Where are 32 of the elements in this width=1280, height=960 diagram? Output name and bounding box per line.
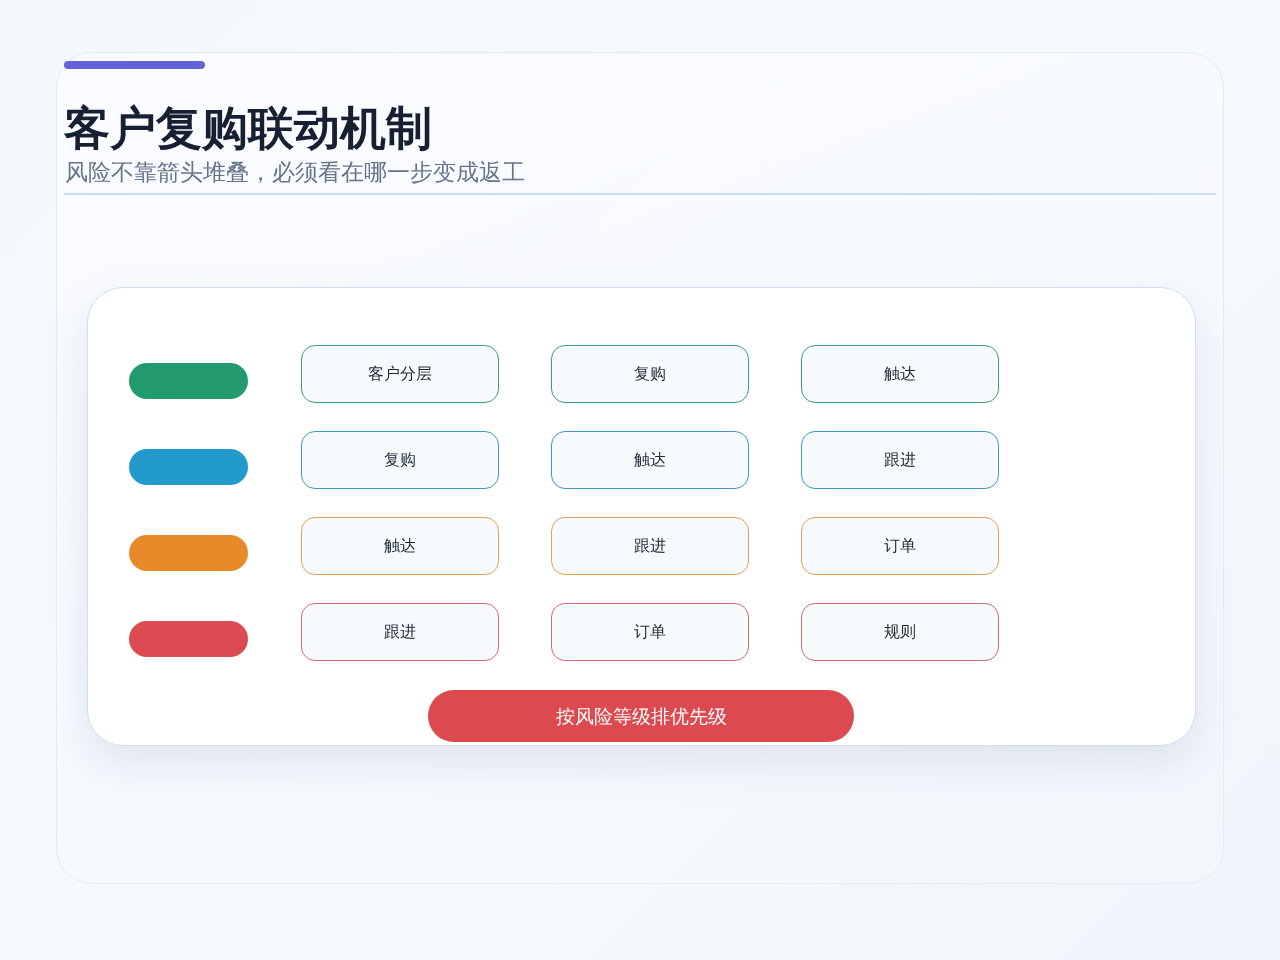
panel-card xyxy=(87,287,1196,746)
title: 客户复购联动机制 xyxy=(64,100,432,157)
step-box xyxy=(551,345,749,403)
step-label: 触达 xyxy=(634,450,666,470)
step-box xyxy=(801,603,999,661)
step-box xyxy=(801,431,999,489)
step-box xyxy=(551,431,749,489)
level-pill xyxy=(129,449,248,485)
step-label: 跟进 xyxy=(384,622,416,642)
step-box xyxy=(301,603,499,661)
step-label: 客户分层 xyxy=(368,364,432,384)
step-label: 跟进 xyxy=(634,536,666,556)
step-label: 复购 xyxy=(384,450,416,470)
step-box xyxy=(801,345,999,403)
step-label: 触达 xyxy=(384,536,416,556)
subtitle: 风险不靠箭头堆叠，必须看在哪一步变成返工 xyxy=(65,158,525,187)
step-box xyxy=(551,517,749,575)
level-pill xyxy=(129,363,248,399)
level-pill xyxy=(129,535,248,571)
level-pill xyxy=(129,621,248,657)
step-box xyxy=(301,345,499,403)
priority-button: 按风险等级排优先级 xyxy=(428,690,854,742)
step-box xyxy=(551,603,749,661)
step-label: 复购 xyxy=(634,364,666,384)
step-box xyxy=(301,517,499,575)
step-box xyxy=(301,431,499,489)
step-label: 触达 xyxy=(884,364,916,384)
step-label: 规则 xyxy=(884,622,916,642)
step-box xyxy=(801,517,999,575)
step-label: 订单 xyxy=(634,622,666,642)
step-label: 跟进 xyxy=(884,450,916,470)
step-label: 订单 xyxy=(884,536,916,556)
